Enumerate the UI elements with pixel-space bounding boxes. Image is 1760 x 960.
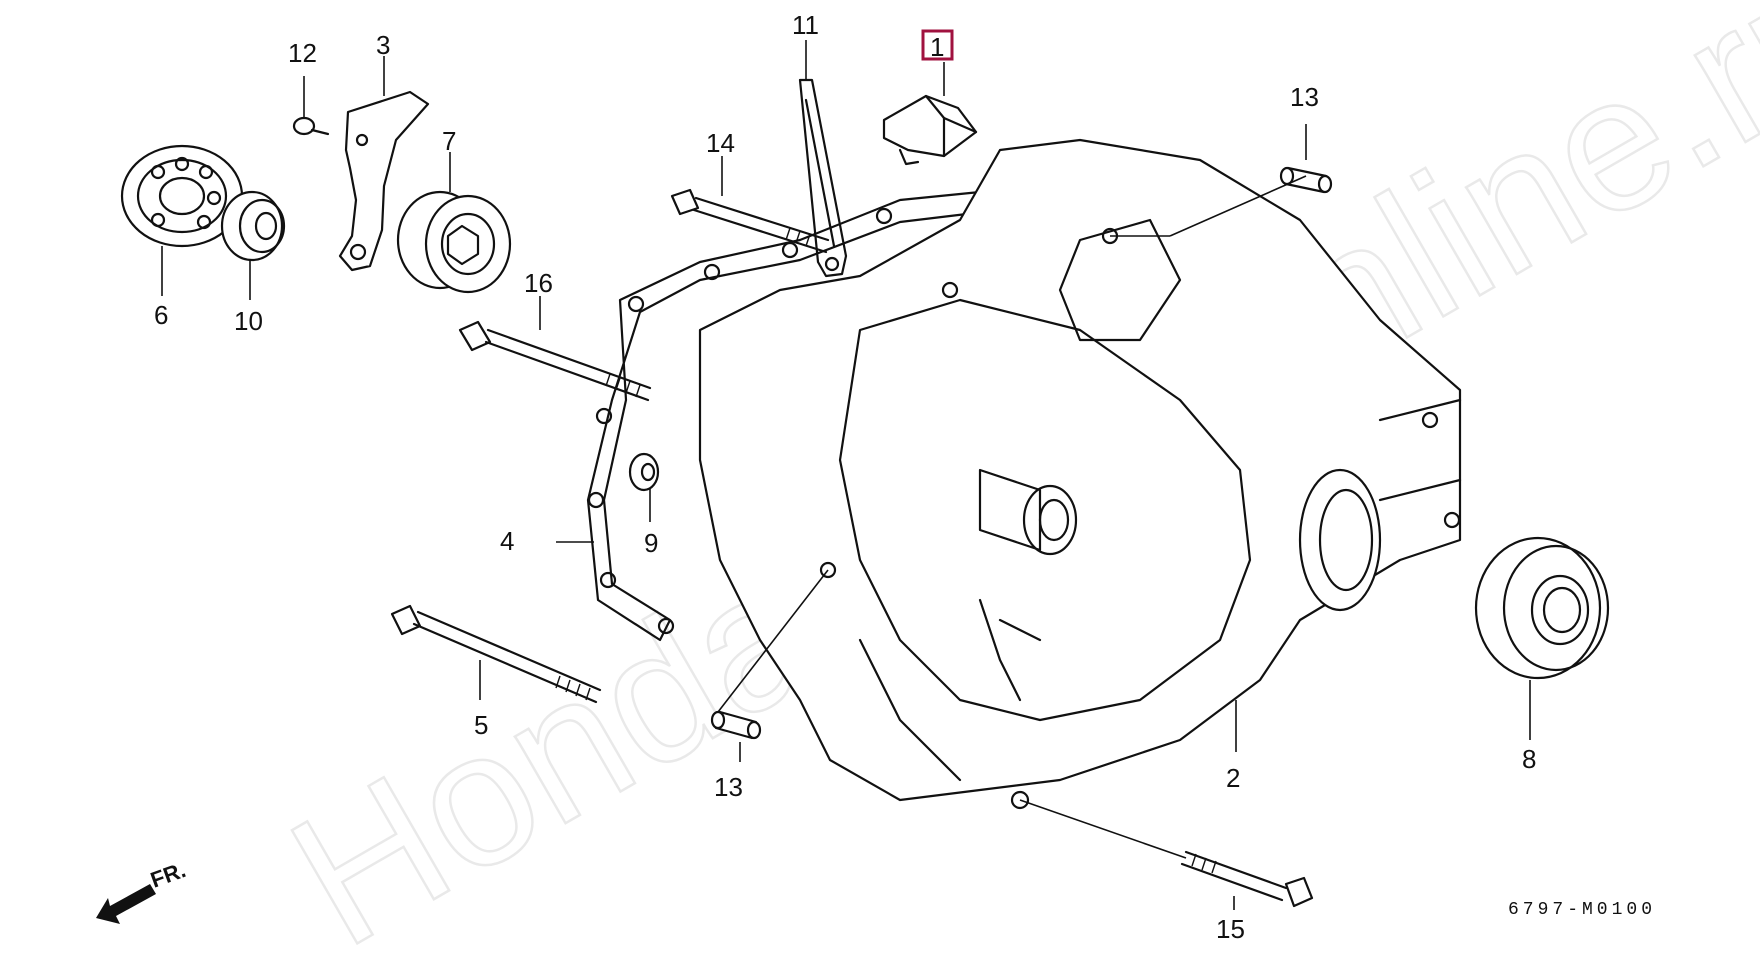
callout-7[interactable]: 7: [442, 126, 456, 156]
part-1-sensor[interactable]: [882, 94, 978, 166]
part-9-washer[interactable]: [628, 452, 660, 492]
callout-1-highlight-box: [921, 29, 954, 61]
callout-16[interactable]: 16: [524, 268, 553, 298]
callout-12[interactable]: 12: [288, 38, 317, 68]
callout-4[interactable]: 4: [500, 526, 514, 556]
front-arrow-icon: [96, 884, 156, 924]
leader-lines: [161, 40, 1531, 910]
callout-8[interactable]: 8: [1522, 744, 1536, 774]
part-8-oil-seal[interactable]: [1474, 536, 1610, 680]
callout-13-lower[interactable]: 13: [714, 772, 743, 802]
part-7-bearing[interactable]: [396, 190, 512, 294]
callouts: 1 2 3 4 5 6 7 8 9 10 11 12 13 13 14 15 1…: [154, 10, 1536, 944]
callout-13-upper[interactable]: 13: [1290, 82, 1319, 112]
callout-3[interactable]: 3: [376, 30, 390, 60]
part-16-bolt[interactable]: [458, 320, 652, 402]
callout-5[interactable]: 5: [474, 710, 488, 740]
part-10-oil-seal[interactable]: [220, 190, 286, 262]
callout-14[interactable]: 14: [706, 128, 735, 158]
part-13-dowel-upper[interactable]: [1279, 166, 1333, 194]
callout-1[interactable]: 1: [930, 32, 944, 62]
callout-2[interactable]: 2: [1226, 763, 1240, 793]
front-direction-indicator: FR.: [96, 857, 189, 924]
part-4-gasket[interactable]: [586, 188, 1002, 642]
callout-11[interactable]: 11: [792, 10, 819, 40]
callout-10[interactable]: 10: [234, 306, 263, 336]
part-3-bracket[interactable]: [338, 90, 430, 272]
part-5-bolt[interactable]: [390, 604, 602, 704]
part-13-dowel-lower[interactable]: [710, 710, 762, 740]
part-2-clutch-housing[interactable]: [698, 138, 1462, 810]
part-15-bolt[interactable]: [1180, 850, 1314, 908]
front-direction-label: FR.: [147, 857, 189, 893]
part-12-bolt[interactable]: [292, 116, 330, 136]
callout-6[interactable]: 6: [154, 300, 168, 330]
callout-9[interactable]: 9: [644, 528, 658, 558]
callout-15[interactable]: 15: [1216, 914, 1245, 944]
diagram-code: 6797-M0100: [1508, 900, 1656, 920]
part-14-bolt[interactable]: [670, 188, 830, 254]
